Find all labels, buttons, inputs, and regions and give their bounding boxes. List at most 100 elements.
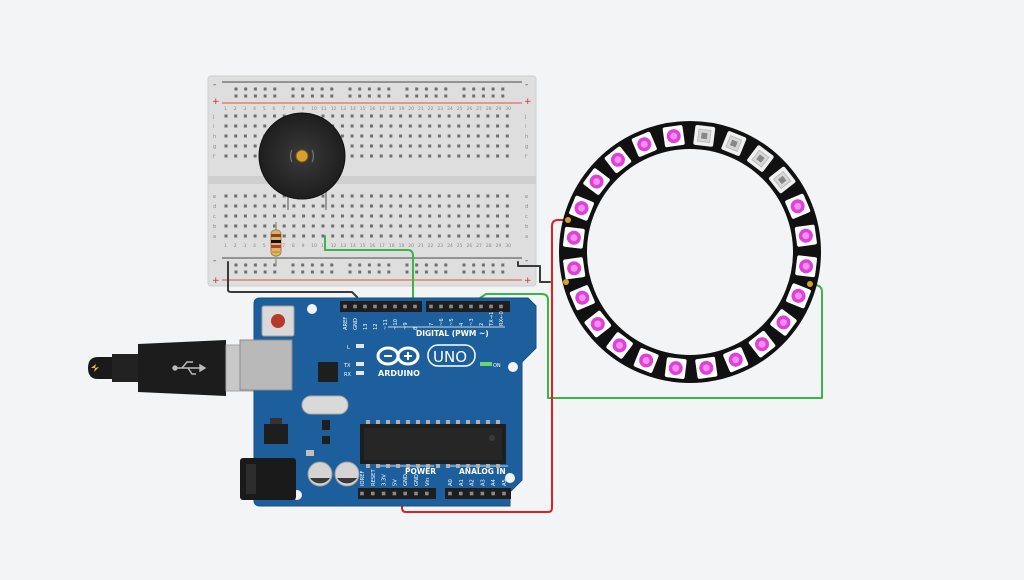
neopixel-led[interactable] — [631, 131, 657, 157]
digital-pin[interactable] — [413, 304, 417, 309]
digital-pin[interactable] — [373, 304, 377, 309]
terminal-hole[interactable] — [486, 114, 490, 118]
rail-hole[interactable] — [415, 94, 419, 98]
terminal-hole[interactable] — [234, 194, 238, 198]
neopixel-led[interactable] — [633, 347, 659, 373]
terminal-hole[interactable] — [273, 214, 276, 218]
rail-hole[interactable] — [377, 263, 381, 267]
terminal-hole[interactable] — [399, 124, 403, 128]
rail-hole[interactable] — [491, 263, 495, 267]
terminal-hole[interactable] — [486, 154, 490, 158]
neopixel-ring[interactable] — [559, 121, 821, 383]
terminal-hole[interactable] — [253, 234, 257, 238]
terminal-hole[interactable] — [496, 154, 500, 158]
terminal-hole[interactable] — [467, 194, 470, 198]
rail-hole[interactable] — [291, 94, 295, 98]
neopixel-led[interactable] — [795, 255, 818, 278]
neopixel-led[interactable] — [748, 330, 776, 358]
terminal-hole[interactable] — [321, 214, 325, 218]
rail-hole[interactable] — [444, 94, 448, 98]
terminal-hole[interactable] — [350, 134, 354, 138]
analog-pin[interactable] — [469, 491, 474, 496]
rail-hole[interactable] — [415, 87, 419, 91]
terminal-hole[interactable] — [379, 204, 383, 208]
terminal-hole[interactable] — [243, 144, 247, 148]
terminal-hole[interactable] — [505, 134, 509, 138]
terminal-hole[interactable] — [243, 114, 247, 118]
rail-hole[interactable] — [472, 263, 476, 267]
rail-hole[interactable] — [348, 263, 352, 267]
analog-pin[interactable] — [502, 491, 506, 496]
terminal-hole[interactable] — [350, 224, 354, 228]
neopixel-led[interactable] — [584, 310, 612, 338]
terminal-hole[interactable] — [370, 234, 373, 238]
terminal-hole[interactable] — [418, 214, 422, 218]
rail-hole[interactable] — [424, 87, 428, 91]
terminal-hole[interactable] — [505, 214, 509, 218]
terminal-hole[interactable] — [437, 144, 441, 148]
terminal-hole[interactable] — [321, 194, 325, 198]
neopixel-led[interactable] — [583, 168, 611, 196]
rail-hole[interactable] — [424, 270, 428, 274]
rail-hole[interactable] — [367, 263, 371, 267]
terminal-hole[interactable] — [321, 234, 325, 238]
neopixel-pad-ground[interactable] — [563, 279, 569, 285]
rail-hole[interactable] — [291, 263, 295, 267]
terminal-hole[interactable] — [467, 234, 470, 238]
neopixel-led[interactable] — [695, 356, 718, 380]
digital-pin[interactable] — [489, 304, 493, 309]
terminal-hole[interactable] — [486, 144, 490, 148]
terminal-hole[interactable] — [428, 124, 432, 128]
piezo-buzzer[interactable] — [258, 112, 346, 210]
rail-hole[interactable] — [501, 94, 505, 98]
terminal-hole[interactable] — [486, 234, 490, 238]
terminal-hole[interactable] — [379, 134, 383, 138]
rail-hole[interactable] — [320, 94, 324, 98]
analog-pin[interactable] — [480, 491, 485, 496]
terminal-hole[interactable] — [350, 234, 354, 238]
neopixel-led[interactable] — [569, 195, 595, 221]
rail-hole[interactable] — [462, 87, 466, 91]
digital-pin[interactable] — [499, 304, 503, 309]
rail-hole[interactable] — [377, 87, 381, 91]
terminal-hole[interactable] — [292, 224, 296, 228]
neopixel-led[interactable] — [604, 146, 632, 174]
neopixel-led[interactable] — [563, 257, 586, 280]
terminal-hole[interactable] — [486, 134, 490, 138]
terminal-hole[interactable] — [496, 134, 500, 138]
digital-pin[interactable] — [393, 304, 397, 309]
terminal-hole[interactable] — [379, 194, 383, 198]
terminal-hole[interactable] — [243, 204, 247, 208]
rail-hole[interactable] — [405, 87, 409, 91]
rail-hole[interactable] — [358, 270, 362, 274]
terminal-hole[interactable] — [340, 204, 344, 208]
terminal-hole[interactable] — [360, 194, 364, 198]
digital-pin[interactable] — [439, 304, 443, 309]
neopixel-led[interactable] — [785, 283, 811, 309]
terminal-hole[interactable] — [437, 124, 441, 128]
terminal-hole[interactable] — [379, 114, 383, 118]
terminal-hole[interactable] — [370, 134, 373, 138]
terminal-hole[interactable] — [253, 194, 257, 198]
terminal-hole[interactable] — [408, 144, 412, 148]
rail-hole[interactable] — [310, 94, 314, 98]
terminal-hole[interactable] — [399, 154, 403, 158]
terminal-hole[interactable] — [496, 114, 500, 118]
neopixel-led[interactable] — [664, 357, 687, 380]
terminal-hole[interactable] — [457, 154, 461, 158]
rail-hole[interactable] — [434, 270, 438, 274]
terminal-hole[interactable] — [224, 214, 228, 218]
rail-hole[interactable] — [462, 263, 466, 267]
terminal-hole[interactable] — [321, 224, 325, 228]
rail-hole[interactable] — [424, 94, 428, 98]
rail-hole[interactable] — [253, 270, 257, 274]
rail-hole[interactable] — [491, 94, 495, 98]
terminal-hole[interactable] — [428, 144, 432, 148]
terminal-hole[interactable] — [505, 234, 509, 238]
terminal-hole[interactable] — [437, 234, 441, 238]
wire-5v-neopixel-red[interactable] — [401, 219, 570, 513]
terminal-hole[interactable] — [321, 204, 325, 208]
terminal-hole[interactable] — [447, 124, 451, 128]
terminal-hole[interactable] — [243, 214, 247, 218]
